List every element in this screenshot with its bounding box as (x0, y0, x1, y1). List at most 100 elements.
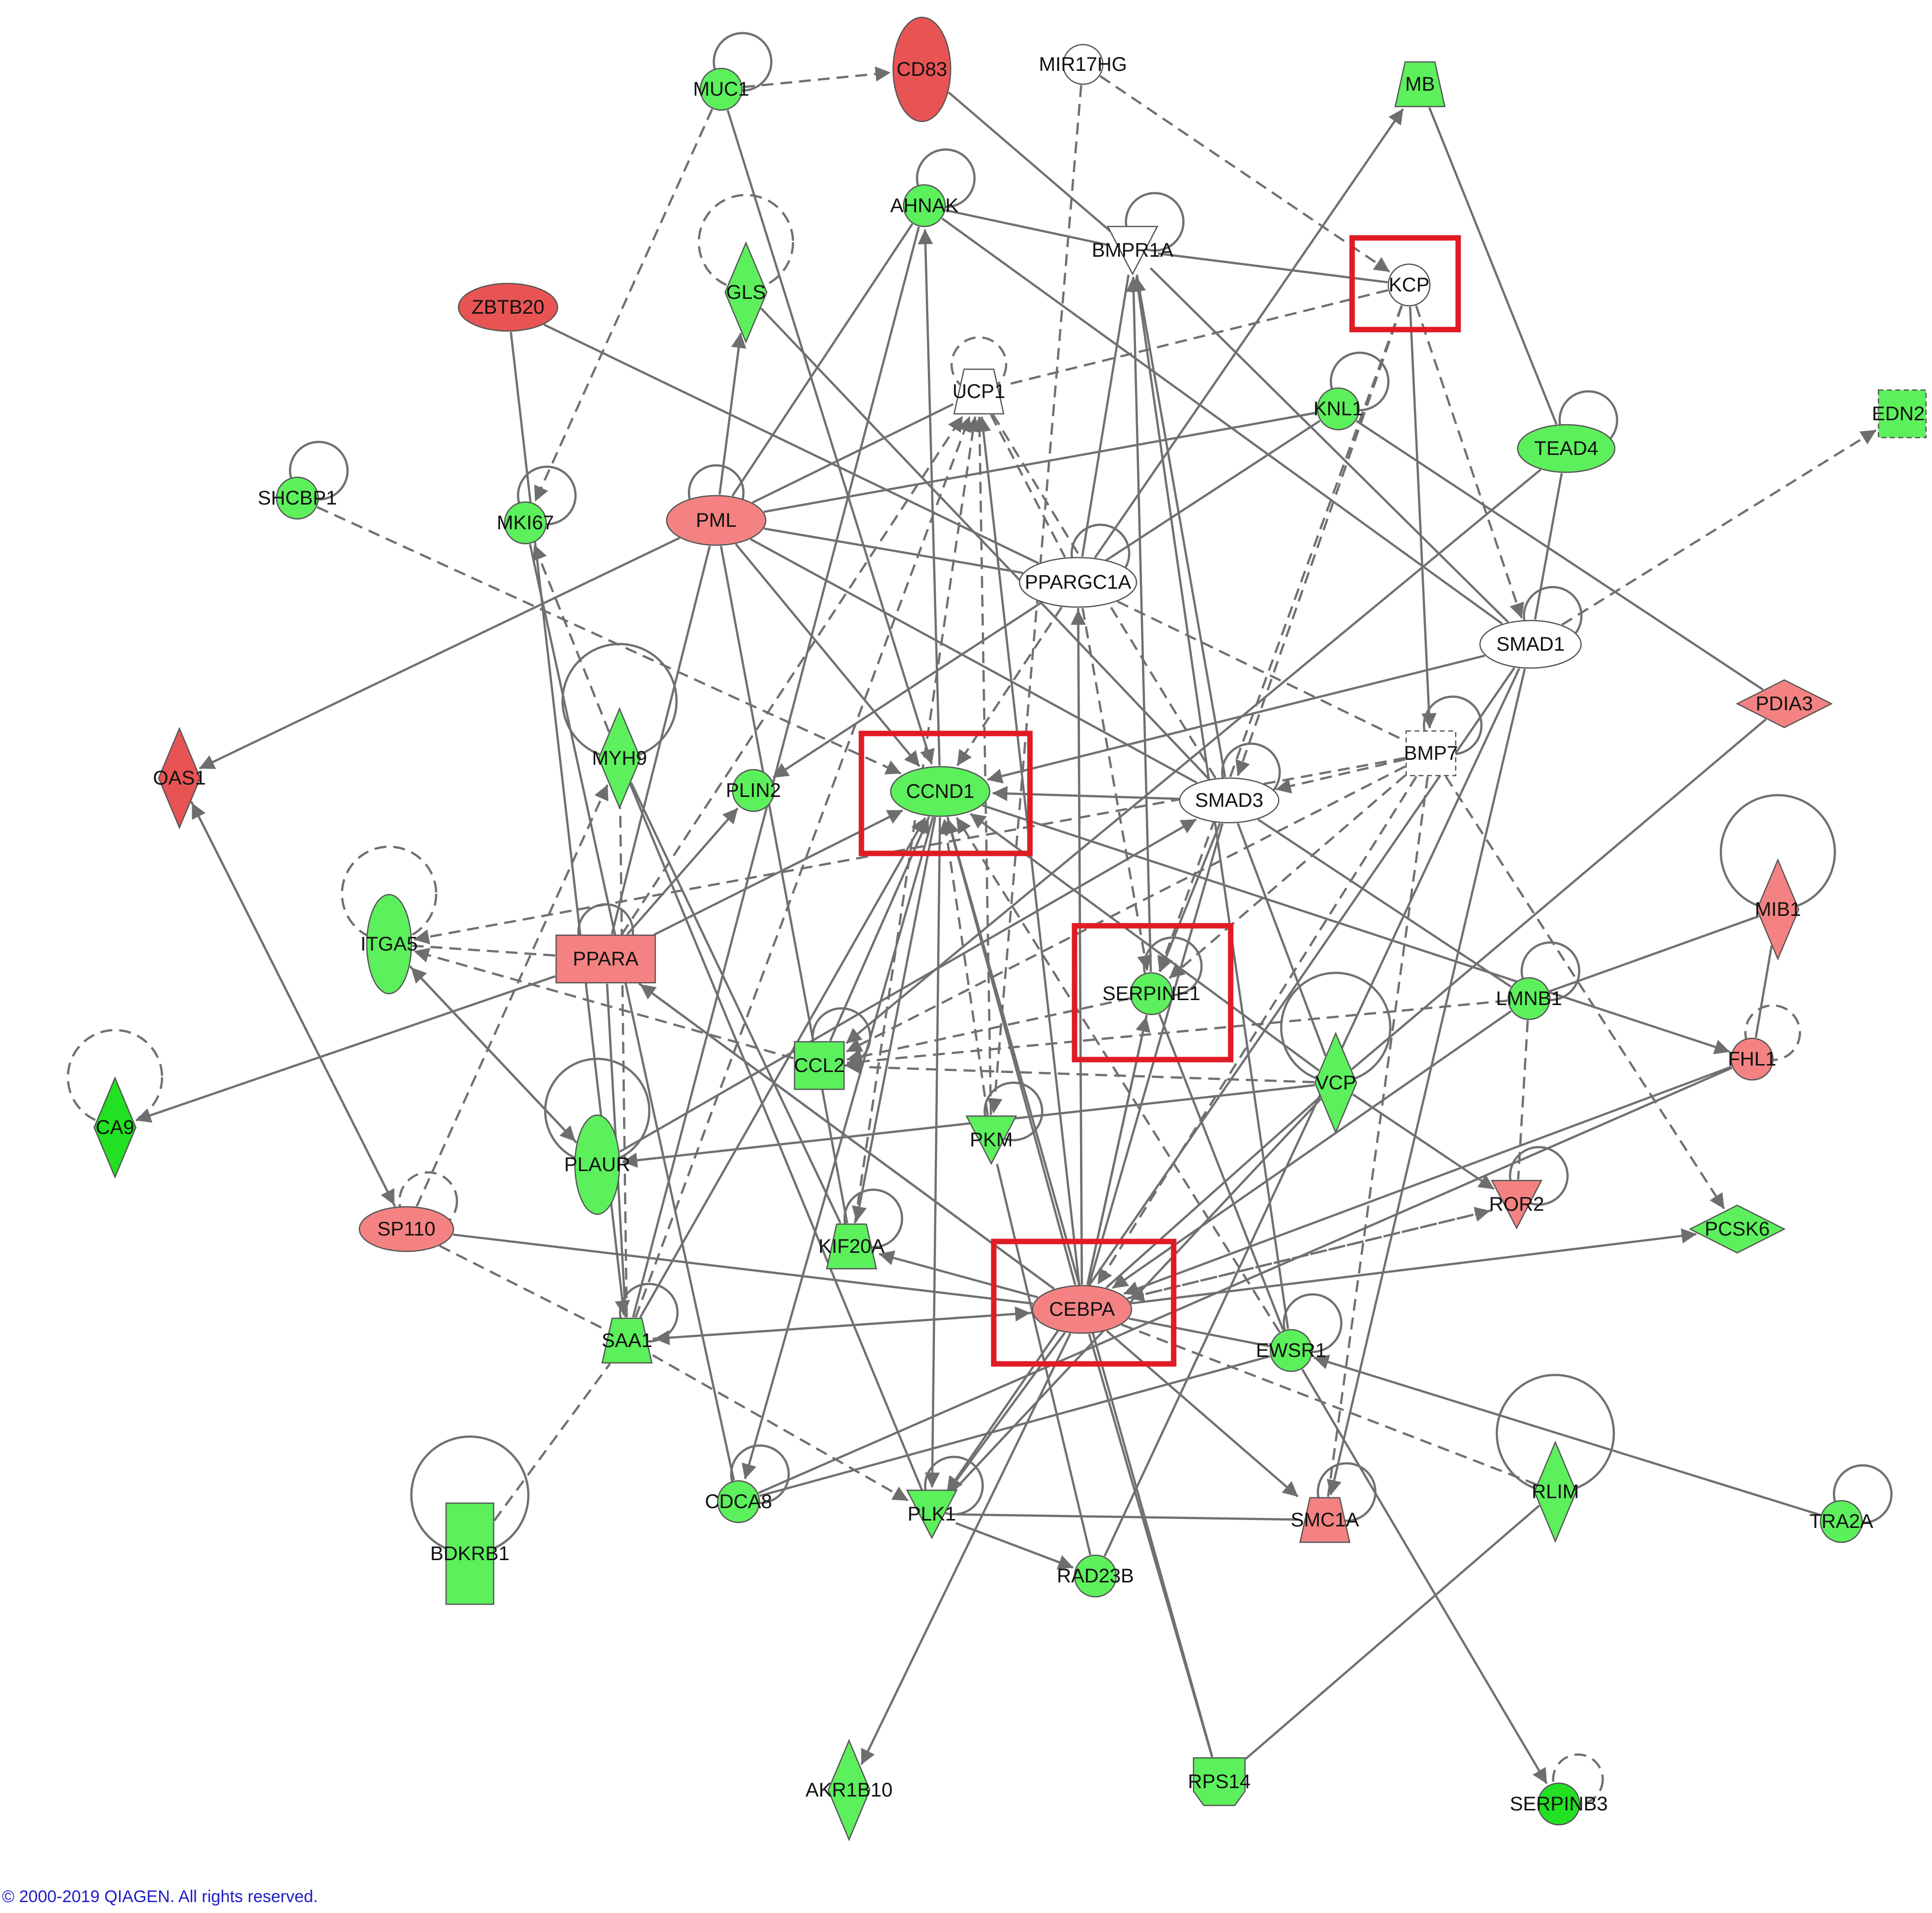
edge-sp110-myh9 (415, 784, 609, 1207)
self-loops-layer (66, 32, 1893, 1805)
node-ccnd1[interactable]: CCND1 (890, 766, 991, 817)
edge-cebpa-akr1b10 (860, 1333, 1072, 1765)
edge-smad3-serpine1 (1158, 823, 1221, 972)
node-shape-ppara (555, 934, 656, 984)
node-shape-smad3 (1179, 777, 1280, 824)
node-ccl2[interactable]: CCL2 (794, 1041, 845, 1090)
node-ewsr1[interactable]: EWSR1 (1256, 1329, 1326, 1372)
node-label-kcp: KCP (1389, 274, 1429, 296)
node-cdca8[interactable]: CDCA8 (705, 1480, 772, 1523)
node-shape-ror2 (1490, 1180, 1543, 1230)
edge-mib1-lmnb1 (1549, 915, 1760, 993)
node-lmnb1[interactable]: LMNB1 (1496, 977, 1562, 1020)
node-mki67[interactable]: MKI67 (497, 501, 554, 545)
edge-pml-smad3 (750, 538, 1197, 784)
node-knl1[interactable]: KNL1 (1313, 387, 1363, 431)
node-bmpr1a[interactable]: BMPR1A (1092, 225, 1174, 276)
node-shcbp1[interactable]: SHCBP1 (258, 476, 337, 520)
self-loop-ca9 (66, 1029, 164, 1125)
node-pkm[interactable]: PKM (965, 1115, 1018, 1165)
node-bdkrb1[interactable]: BDKRB1 (430, 1502, 510, 1605)
node-edn2[interactable]: EDN2 (1872, 389, 1927, 439)
edge-pkm-ccnd1 (939, 818, 989, 1116)
node-cebpa[interactable]: CEBPA (1031, 1285, 1133, 1334)
node-shape-shcbp1 (276, 476, 319, 520)
edge-bmp7-ccl2 (846, 765, 1406, 1053)
edge-ahnak-bmpr1a (945, 209, 1108, 246)
edge-vcp-ccnd1 (969, 813, 1320, 1071)
edge-ppargc1a-mb (1094, 108, 1404, 559)
node-rlim[interactable]: RLIM (1532, 1440, 1579, 1543)
node-saa1[interactable]: SAA1 (601, 1317, 653, 1364)
edge-kcp-smad3 (1235, 305, 1403, 776)
node-fhl1[interactable]: FHL1 (1728, 1037, 1776, 1081)
node-shape-pkm (965, 1115, 1018, 1165)
node-rps14[interactable]: RPS14 (1188, 1757, 1251, 1806)
edge-kif20a-ucp1 (853, 416, 981, 1224)
self-loop-kif20a (843, 1188, 904, 1248)
edge-pml-oas1 (199, 537, 681, 770)
node-mb[interactable]: MB (1394, 61, 1446, 108)
node-bmp7[interactable]: BMP7 (1404, 730, 1458, 777)
node-plin2[interactable]: PLIN2 (726, 769, 781, 812)
node-shape-lmnb1 (1507, 977, 1551, 1020)
node-ppargc1a[interactable]: PPARGC1A (1019, 557, 1137, 608)
node-pdia3[interactable]: PDIA3 (1736, 679, 1833, 729)
edge-pml-ucp1 (752, 403, 954, 504)
node-label-bdkrb1: BDKRB1 (430, 1543, 510, 1565)
edge-pml-ahnak (731, 223, 913, 497)
node-shape-myh9 (598, 707, 641, 810)
self-loop-saa1 (619, 1283, 679, 1343)
node-kcp[interactable]: KCP (1387, 263, 1431, 307)
node-ahnak[interactable]: AHNAK (890, 184, 959, 227)
node-pcsk6[interactable]: PCSK6 (1689, 1204, 1786, 1254)
edge-cebpa-ppargc1a (1071, 610, 1086, 1285)
edge-zbtb20-ppargc1a (543, 323, 1039, 564)
node-label-smad1: SMAD1 (1496, 633, 1565, 655)
node-akr1b10[interactable]: AKR1B10 (805, 1739, 893, 1842)
node-ppara[interactable]: PPARA (555, 934, 656, 984)
node-ror2[interactable]: ROR2 (1489, 1180, 1544, 1230)
edge-fhl1-cebpa (1123, 1066, 1732, 1296)
edge-ppara-ccnd1 (653, 809, 903, 936)
node-zbtb20[interactable]: ZBTB20 (457, 282, 559, 332)
node-gls[interactable]: GLS (724, 241, 768, 344)
node-plaur[interactable]: PLAUR (564, 1114, 630, 1215)
node-serpine1[interactable]: SERPINE1 (1102, 972, 1200, 1015)
node-cd83[interactable]: CD83 (892, 16, 952, 122)
node-mir17hg[interactable]: MIR17HG (1039, 44, 1127, 85)
node-label-kif20a: KIF20A (818, 1236, 885, 1257)
node-plk1[interactable]: PLK1 (906, 1489, 958, 1539)
node-sp110[interactable]: SP110 (358, 1206, 455, 1252)
node-shape-cd83 (892, 16, 952, 122)
node-serpinb3[interactable]: SERPINB3 (1510, 1782, 1608, 1826)
node-pml[interactable]: PML (666, 495, 767, 546)
node-vcp[interactable]: VCP (1314, 1031, 1358, 1134)
node-muc1[interactable]: MUC1 (693, 67, 749, 111)
node-tead4[interactable]: TEAD4 (1517, 424, 1616, 473)
node-kif20a[interactable]: KIF20A (818, 1223, 885, 1270)
node-shape-tead4 (1517, 424, 1616, 473)
node-label-serpinb3: SERPINB3 (1510, 1793, 1608, 1815)
node-label-knl1: KNL1 (1313, 398, 1363, 420)
node-label-pcsk6: PCSK6 (1705, 1218, 1769, 1240)
node-ca9[interactable]: CA9 (93, 1076, 137, 1179)
node-label-ucp1: UCP1 (953, 381, 1006, 402)
node-rad23b[interactable]: RAD23B (1057, 1554, 1134, 1598)
edge-ppargc1a-ccnd1 (956, 606, 1063, 766)
node-tra2a[interactable]: TRA2A (1810, 1500, 1874, 1543)
self-loop-serpine1 (1142, 936, 1203, 996)
node-itga5[interactable]: ITGA5 (360, 894, 418, 995)
edge-kcp-smad1 (1415, 305, 1525, 619)
node-oas1[interactable]: OAS1 (153, 727, 206, 830)
node-smc1a[interactable]: SMC1A (1291, 1497, 1359, 1543)
node-smad3[interactable]: SMAD3 (1179, 777, 1280, 824)
edge-tead4-smad1 (1534, 473, 1563, 620)
node-ucp1[interactable]: UCP1 (953, 368, 1006, 415)
node-myh9[interactable]: MYH9 (592, 707, 647, 810)
node-label-mir17hg: MIR17HG (1039, 54, 1127, 75)
node-mib1[interactable]: MIB1 (1755, 858, 1801, 961)
node-smad1[interactable]: SMAD1 (1479, 619, 1582, 669)
edge-vcp-ror2 (1352, 1093, 1495, 1190)
edge-ewsr1-cdca8 (759, 1355, 1271, 1497)
